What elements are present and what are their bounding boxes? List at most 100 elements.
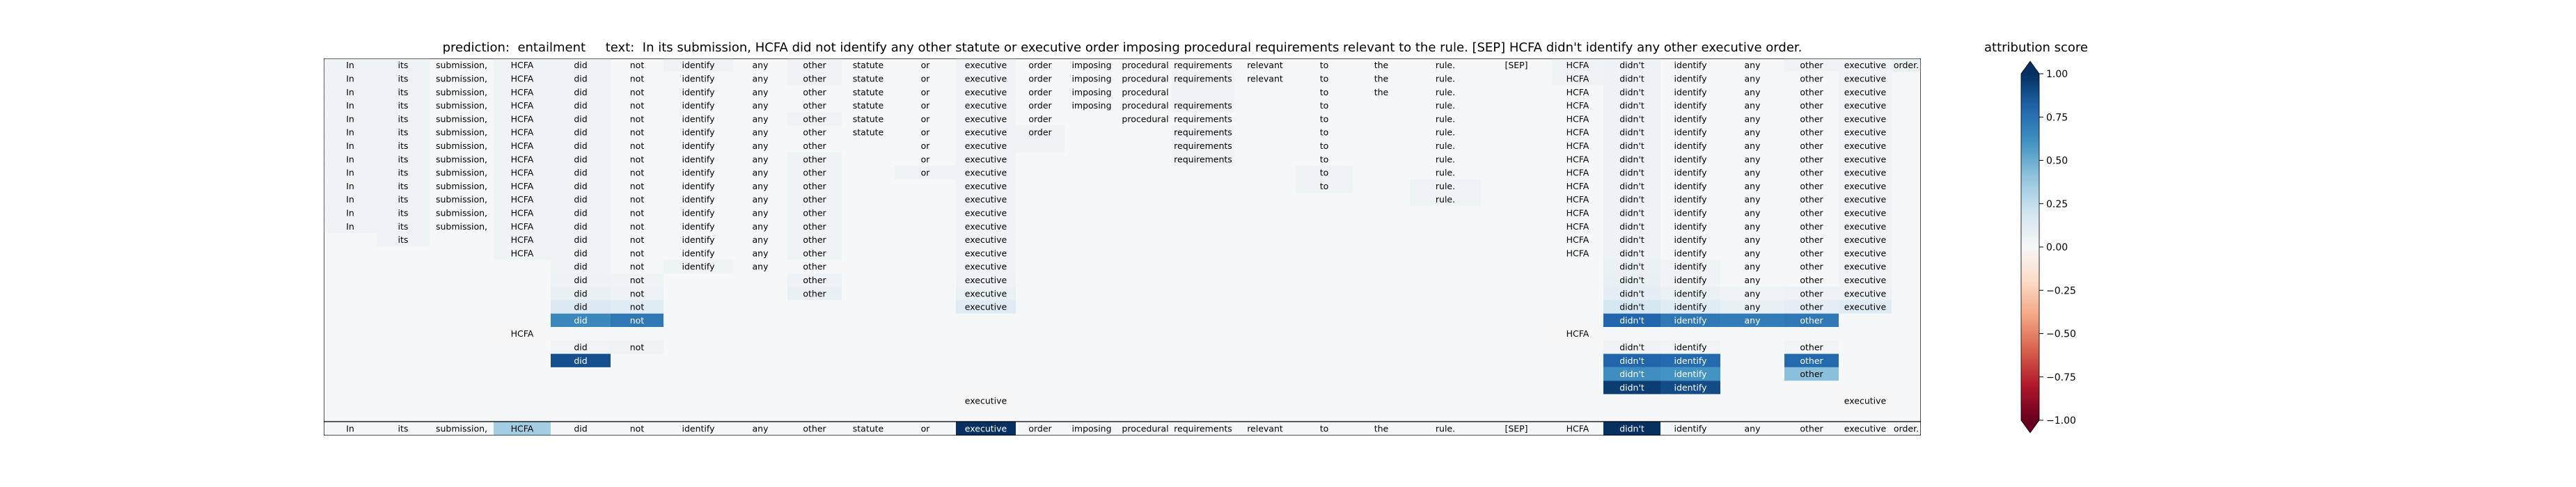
heatmap-cell (1296, 179, 1353, 193)
token-label: did (574, 181, 587, 191)
heatmap-cell (1172, 72, 1234, 86)
token-label: did (574, 154, 587, 164)
token-label: any (753, 207, 769, 218)
token-label: requirements (1174, 73, 1232, 83)
heatmap-cell (377, 219, 430, 233)
token-label: or (921, 168, 931, 178)
token-label: its (398, 154, 409, 164)
token-label: order (1028, 113, 1052, 124)
token-label: other (1800, 315, 1823, 326)
token-label: executive (1844, 275, 1887, 285)
token-label: not (630, 154, 645, 164)
token-label: requirements (1174, 154, 1232, 164)
token-label: other (803, 194, 826, 205)
heatmap-cell (494, 179, 551, 193)
token-label: any (1745, 424, 1761, 434)
token-label: its (398, 168, 409, 178)
token-label: other (1800, 356, 1823, 366)
heatmap-cell (956, 58, 1016, 72)
token-label: not (630, 315, 645, 326)
token-label: identify (1674, 302, 1708, 312)
token-label: rule. (1436, 424, 1455, 434)
token-label: did (574, 248, 587, 258)
token-label: procedural (1122, 100, 1168, 111)
token-label: identify (682, 113, 716, 124)
token-label: didn't (1619, 288, 1644, 298)
heatmap-cell (377, 166, 430, 179)
token-label: to (1320, 113, 1329, 124)
token-label: submission, (436, 73, 487, 83)
heatmap-cell (494, 85, 551, 99)
token-label: requirements (1174, 424, 1232, 434)
heatmap-cell (1603, 381, 1660, 394)
colorbar-tick-label: −1.00 (2046, 415, 2076, 426)
token-label: identify (1674, 207, 1708, 218)
token-label: did (574, 100, 587, 111)
heatmap-cell (1839, 112, 1892, 126)
token-label: any (753, 73, 769, 83)
heatmap-cell (1410, 193, 1481, 207)
token-label: executive (1844, 288, 1887, 298)
token-label: other (1800, 168, 1823, 178)
heatmap-cell (663, 58, 733, 72)
token-label: or (921, 73, 931, 83)
prediction-label: prediction: (442, 40, 510, 55)
token-label: executive (965, 73, 1007, 83)
heatmap-cell (551, 72, 611, 86)
heatmap-cell (1839, 138, 1892, 153)
heatmap-cell (551, 246, 611, 260)
token-label: HCFA (1566, 194, 1589, 205)
heatmap-cell (956, 206, 1016, 220)
token-label: didn't (1619, 141, 1644, 151)
token-label: other (1800, 262, 1823, 272)
heatmap-cell (494, 232, 551, 247)
heatmap-cell (551, 85, 611, 99)
token-label: any (753, 113, 769, 124)
heatmap-cell (1172, 85, 1234, 99)
token-label: not (630, 127, 645, 138)
token-label: other (1800, 181, 1823, 191)
token-label: did (574, 73, 587, 83)
token-label: submission, (436, 154, 487, 164)
token-label: rule. (1436, 154, 1455, 164)
heatmap-cell (1603, 300, 1660, 314)
heatmap-cell (1603, 232, 1660, 247)
heatmap-cell (787, 273, 842, 287)
colorbar-max-extension (2021, 61, 2039, 74)
token-label: identify (1674, 181, 1708, 191)
token-label: other (1800, 60, 1823, 70)
token-label: rule. (1436, 141, 1455, 151)
heatmap-cell (377, 58, 430, 72)
token-label: its (398, 181, 409, 191)
token-label: didn't (1619, 382, 1644, 392)
token-label: executive (1844, 396, 1887, 406)
token-label: relevant (1247, 73, 1283, 83)
token-label: other (1800, 275, 1823, 285)
token-label: requirements (1174, 141, 1232, 151)
token-label: executive (1844, 234, 1887, 245)
heatmap-cell (1839, 72, 1892, 86)
token-label: rule. (1436, 100, 1455, 111)
token-label: did (574, 424, 587, 434)
token-label: other (1800, 73, 1823, 83)
token-label: not (630, 60, 645, 70)
token-label: to (1320, 87, 1329, 97)
heatmap-cell (956, 300, 1016, 314)
token-label: identify (1674, 234, 1708, 245)
token-label: didn't (1619, 194, 1644, 205)
heatmap-cell (956, 273, 1016, 287)
prediction-value: entailment (517, 40, 586, 55)
token-label: submission, (436, 127, 487, 138)
token-label: any (753, 100, 769, 111)
token-label: statute (853, 113, 884, 124)
heatmap-cell (787, 193, 842, 207)
heatmap-cell (1839, 300, 1892, 314)
heatmap-cell (1603, 206, 1660, 220)
token-label: other (1800, 424, 1823, 434)
token-label: not (630, 234, 645, 245)
heatmap-cell (1839, 273, 1892, 287)
token-label: not (630, 141, 645, 151)
token-label: executive (965, 168, 1007, 178)
token-label: any (753, 424, 769, 434)
heatmap-cell (1603, 340, 1660, 354)
